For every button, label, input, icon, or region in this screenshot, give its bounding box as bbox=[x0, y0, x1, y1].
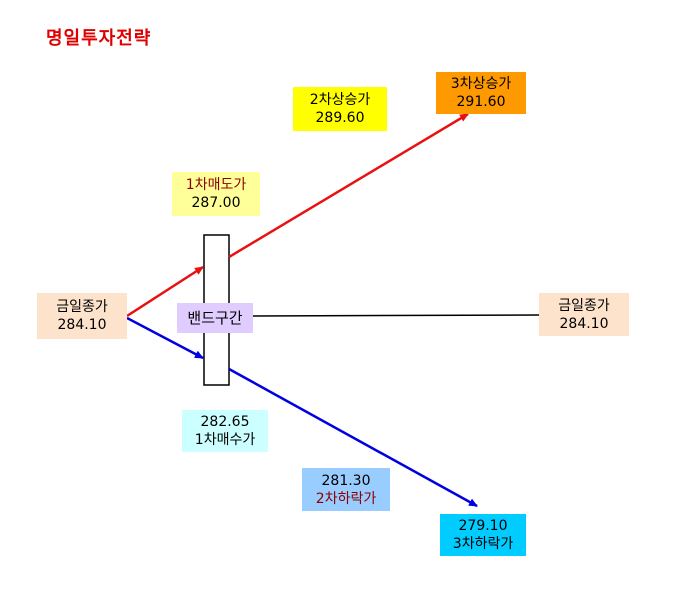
down-arrow-to-fall3 bbox=[228, 367, 478, 508]
band-label-box: 밴드구간 bbox=[177, 303, 253, 333]
rise-3-label: 3차상승가 bbox=[450, 76, 512, 92]
buy-1-label: 1차매수가 bbox=[194, 432, 256, 448]
rise-2-value: 289.60 bbox=[315, 110, 365, 126]
up-arrow-to-rise3 bbox=[228, 112, 469, 259]
today-close-right-box: 금일종가 284.10 bbox=[539, 293, 629, 336]
sell-1-label: 1차매도가 bbox=[185, 177, 247, 193]
sell-1-value: 287.00 bbox=[191, 195, 241, 211]
fall-2-value: 281.30 bbox=[321, 472, 371, 489]
up-arrow-to-sell1 bbox=[126, 265, 204, 318]
fall-3-label: 3차하락가 bbox=[452, 536, 514, 552]
buy-1-value: 282.65 bbox=[200, 414, 250, 430]
fall-2-label: 2차하락가 bbox=[315, 490, 377, 507]
fall-2-box: 281.30 2차하락가 bbox=[302, 468, 390, 511]
fall-3-value: 279.10 bbox=[458, 518, 508, 534]
rise-3-value: 291.60 bbox=[456, 94, 506, 110]
fall-3-box: 279.10 3차하락가 bbox=[440, 514, 526, 556]
down-arrow-to-buy1 bbox=[126, 316, 204, 360]
buy-1-box: 282.65 1차매수가 bbox=[182, 410, 268, 452]
rise-3-box: 3차상승가 291.60 bbox=[436, 72, 526, 114]
today-close-right-label: 금일종가 bbox=[558, 297, 610, 314]
today-close-left-label: 금일종가 bbox=[56, 299, 108, 315]
today-close-left-box: 금일종가 284.10 bbox=[37, 293, 127, 339]
rise-2-label: 2차상승가 bbox=[309, 92, 371, 108]
center-line bbox=[252, 314, 540, 317]
page-title: 명일투자전략 bbox=[46, 28, 152, 49]
band-label: 밴드구간 bbox=[187, 309, 243, 327]
today-close-right-value: 284.10 bbox=[559, 315, 609, 332]
sell-1-box: 1차매도가 287.00 bbox=[172, 172, 260, 216]
today-close-left-value: 284.10 bbox=[57, 317, 107, 333]
rise-2-box: 2차상승가 289.60 bbox=[293, 87, 387, 131]
